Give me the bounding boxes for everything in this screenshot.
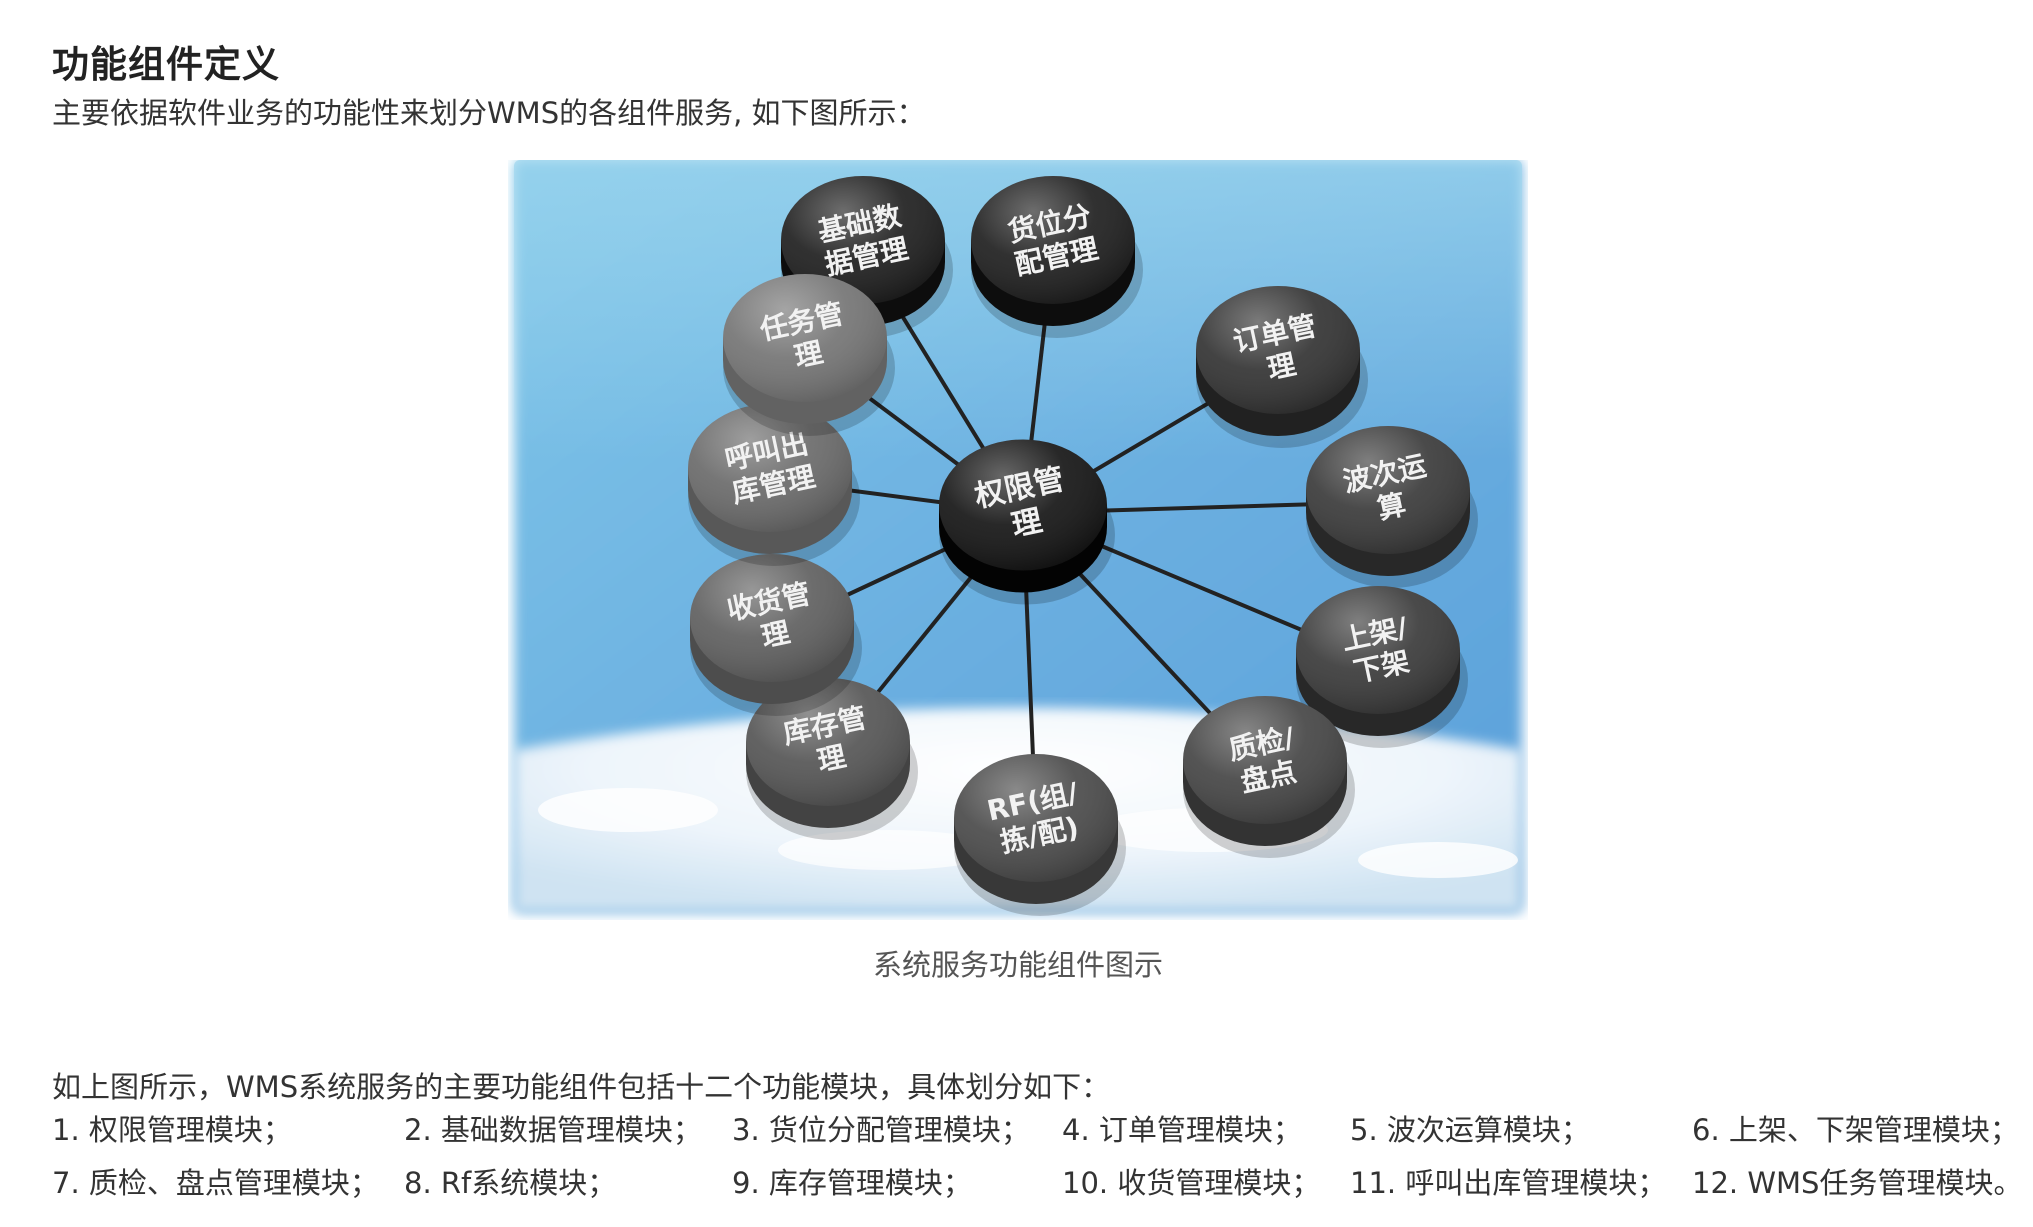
node-label-line2: 理: [1009, 503, 1046, 543]
component-node: RF(组/拣/配): [954, 754, 1126, 916]
component-node: 收货管理: [690, 554, 862, 716]
module-item: 10. 收货管理模块；: [1062, 1166, 1321, 1200]
module-item: 9. 库存管理模块；: [732, 1166, 972, 1200]
module-item: 3. 货位分配管理模块；: [732, 1113, 1030, 1147]
node-label-line2: 算: [1374, 488, 1408, 526]
component-diagram-canvas: 基础数据管理货位分配管理订单管理波次运算上架/下架质检/盘点RF(组/拣/配)库…: [508, 160, 1528, 920]
module-item: 11. 呼叫出库管理模块；: [1350, 1166, 1667, 1200]
module-item: 12. WMS任务管理模块。: [1692, 1166, 2023, 1200]
module-item: 5. 波次运算模块；: [1350, 1113, 1590, 1147]
module-item: 7. 质检、盘点管理模块；: [52, 1166, 379, 1200]
node-label-line2: 理: [1264, 348, 1298, 386]
component-node: 波次运算: [1306, 426, 1478, 588]
figure-caption: 系统服务功能组件图示: [872, 948, 1163, 982]
node-label-line2: 理: [758, 616, 792, 654]
module-list: 1. 权限管理模块； 2. 基础数据管理模块； 3. 货位分配管理模块； 4. …: [52, 1108, 2023, 1214]
component-node: 库存管理: [746, 678, 918, 840]
module-item: 8. Rf系统模块；: [404, 1166, 617, 1200]
node-label-line2: 理: [791, 336, 825, 374]
module-item: 1. 权限管理模块；: [52, 1113, 292, 1147]
page-title: 功能组件定义: [52, 43, 280, 86]
component-node: 上架/下架: [1296, 586, 1468, 748]
component-node: 质检/盘点: [1183, 696, 1355, 858]
component-node: 呼叫出库管理: [688, 404, 860, 566]
component-node: 任务管理: [723, 274, 895, 436]
module-item: 2. 基础数据管理模块；: [404, 1113, 702, 1147]
center-node-permission: 权限管理: [939, 439, 1115, 605]
component-nodes: 基础数据管理货位分配管理订单管理波次运算上架/下架质检/盘点RF(组/拣/配)库…: [688, 176, 1478, 916]
page-subtitle: 主要依据软件业务的功能性来划分WMS的各组件服务, 如下图所示：: [52, 96, 926, 130]
module-item: 6. 上架、下架管理模块；: [1692, 1113, 2019, 1147]
module-item: 4. 订单管理模块；: [1062, 1113, 1302, 1147]
node-label-line2: 理: [814, 740, 848, 778]
component-node: 订单管理: [1196, 286, 1368, 448]
component-node: 货位分配管理: [971, 176, 1143, 338]
modules-intro: 如上图所示，WMS系统服务的主要功能组件包括十二个功能模块，具体划分如下：: [52, 1070, 1111, 1104]
